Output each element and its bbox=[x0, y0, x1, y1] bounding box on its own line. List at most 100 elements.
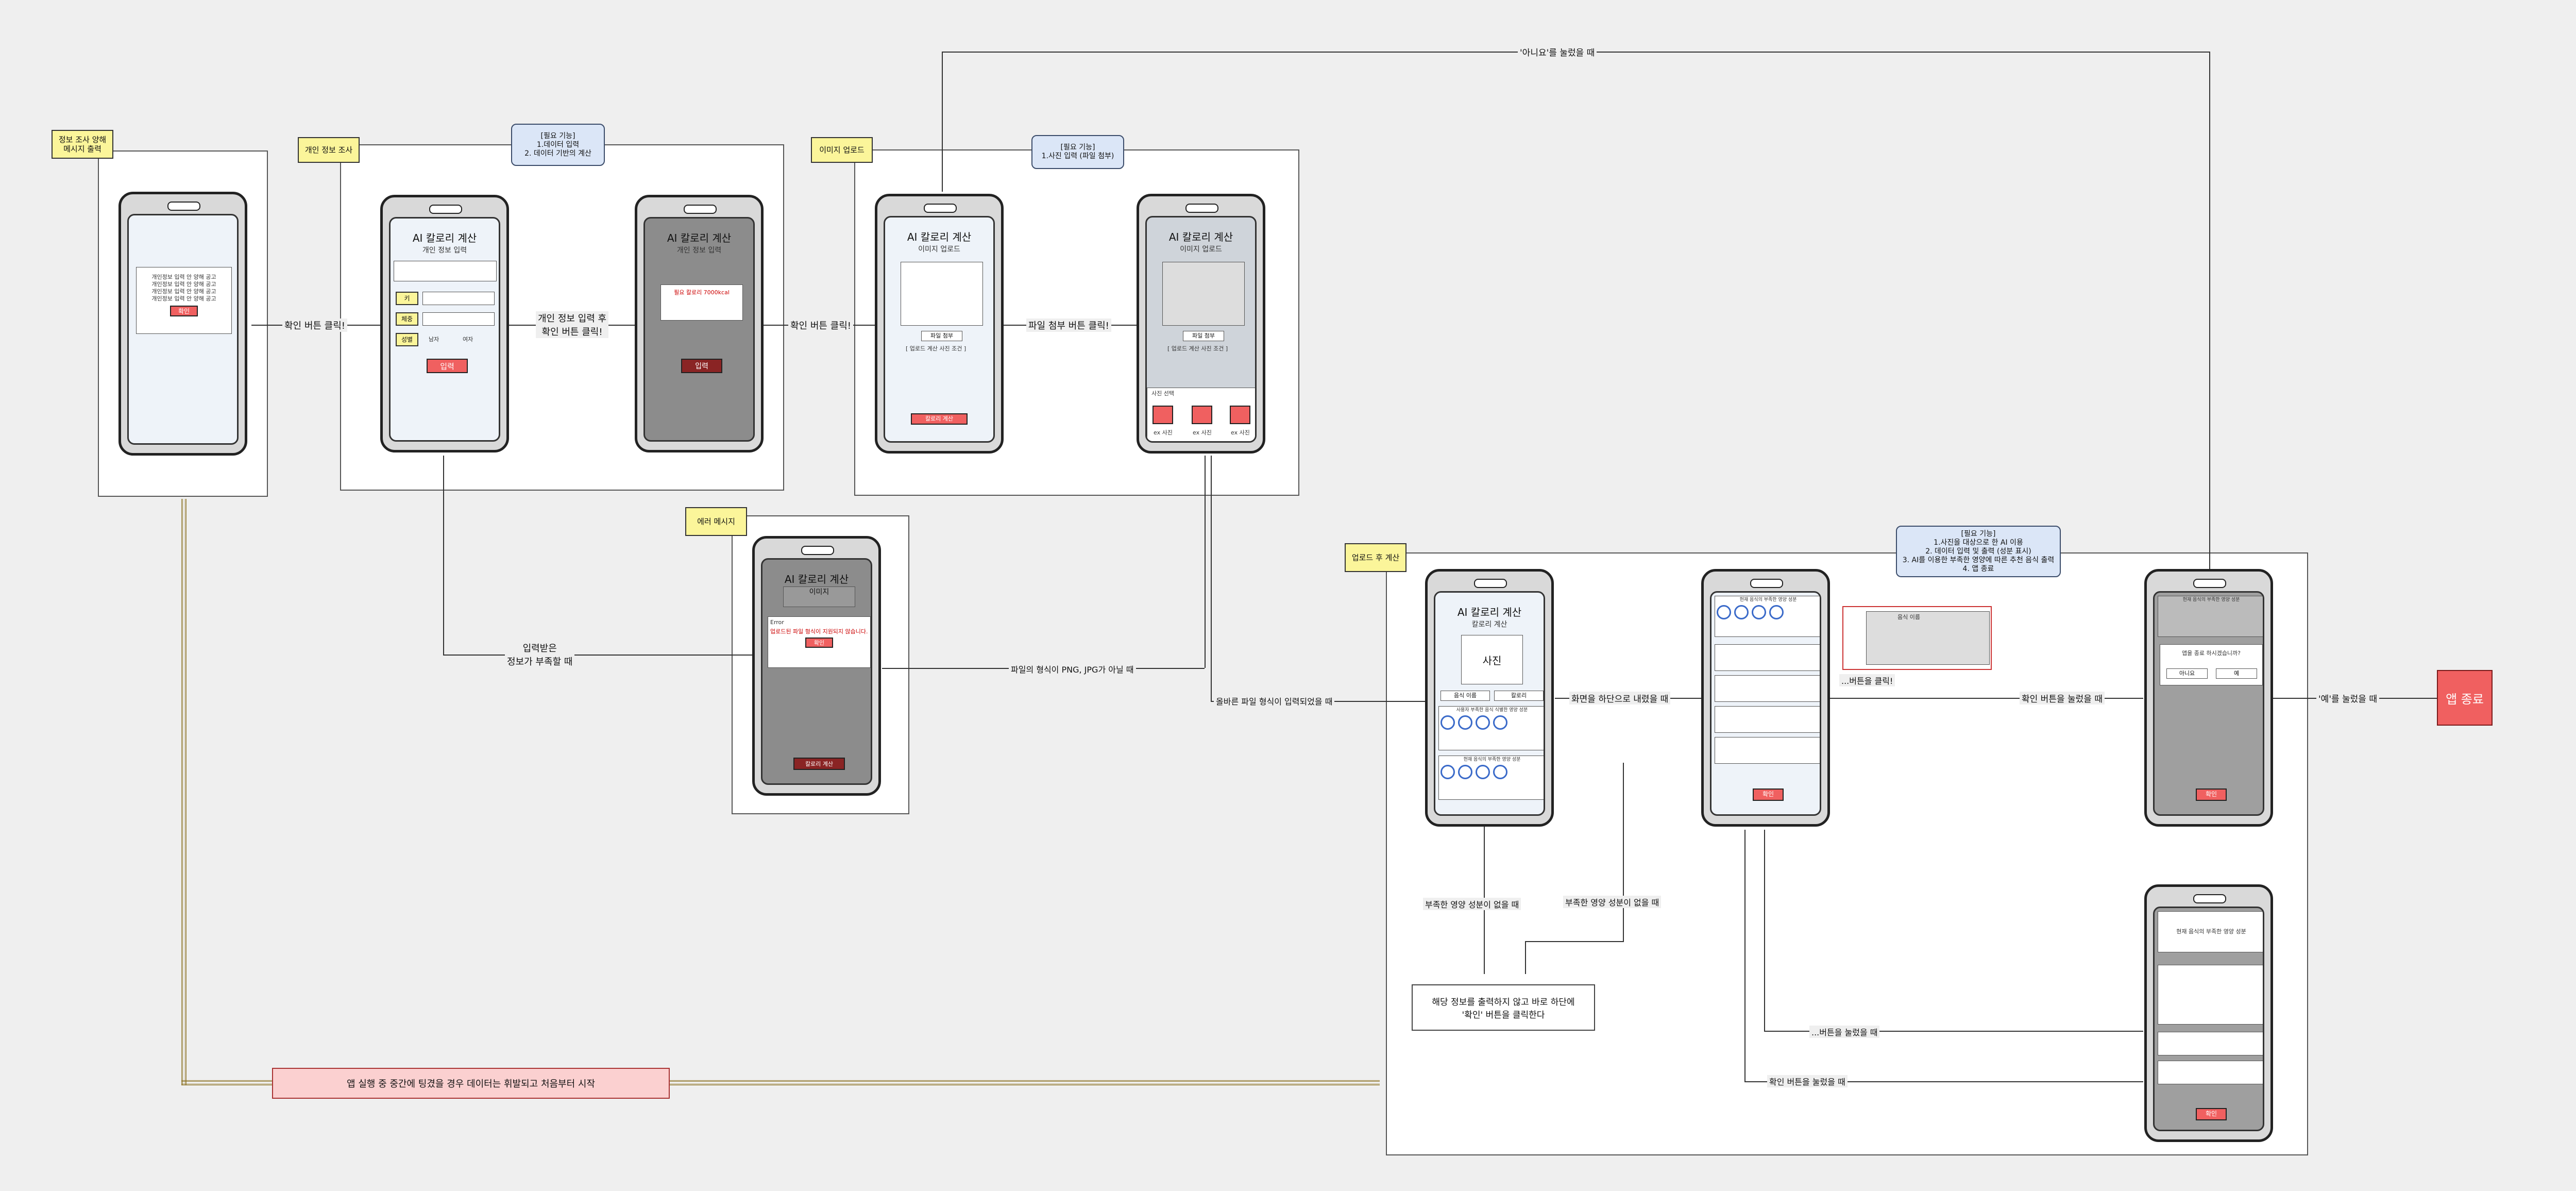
attach-button[interactable]: 파일 첨부 bbox=[1183, 331, 1224, 341]
edge-label-insufficient: 입력받은 정보가 부족할 때 bbox=[505, 641, 575, 668]
photo-picker: 사진 선택 ex 사진 ex 사진 ex 사진 bbox=[1147, 388, 1255, 441]
survey-line: 개인정보 입력 안 양해 공고 bbox=[151, 295, 216, 302]
edge-line bbox=[1211, 456, 1212, 701]
attach-button[interactable]: 파일 첨부 bbox=[921, 331, 962, 341]
phone-calc-result: AI 칼로리 계산 칼로리 계산 사진 음식 이름 칼로리 사용자 부족한 음식… bbox=[1425, 569, 1554, 827]
confirm-button[interactable]: 확인 bbox=[2196, 1108, 2227, 1120]
app-title: AI 칼로리 계산 bbox=[907, 231, 972, 243]
current-panel: 현재 음식의 부족한 영양 성분 bbox=[1715, 596, 1820, 637]
photo-thumb[interactable] bbox=[1192, 406, 1212, 424]
height-input[interactable] bbox=[422, 292, 495, 305]
exit-dialog: 앱을 종료 하시겠습니까? 아니요 예 bbox=[2160, 644, 2263, 685]
error-confirm-button[interactable]: 확인 bbox=[805, 638, 833, 648]
nutrient-title: 사용자 부족한 음식 식별한 영양 성분 bbox=[1456, 708, 1528, 713]
photo-thumb-label: ex 사진 bbox=[1231, 429, 1250, 436]
phone-notch bbox=[1185, 204, 1218, 213]
survey-line: 개인정보 입력 안 양해 공고 bbox=[151, 274, 216, 280]
input-button[interactable]: 입력 bbox=[681, 359, 722, 373]
phone-notch bbox=[1474, 579, 1507, 588]
phone-screen: AI 칼로리 계산 개인 정보 입력 키 체중 성별 남자 여자 입력 bbox=[389, 217, 500, 442]
upload-caution: [ 업로드 계산 사진 조건 ] bbox=[1167, 345, 1228, 352]
edge-line bbox=[443, 655, 752, 656]
phone-screen: AI 칼로리 계산 개인 정보 입력 필요 칼로리 7000kcal 입력 bbox=[643, 217, 755, 442]
gender-male-radio[interactable]: 남자 bbox=[429, 336, 439, 343]
photo-thumb[interactable] bbox=[1153, 406, 1173, 424]
edge-line bbox=[1764, 830, 1765, 1031]
rec-item[interactable] bbox=[1715, 675, 1820, 702]
image-note: 이미지 업로드 bbox=[811, 137, 873, 163]
phone-personal: AI 칼로리 계산 개인 정보 입력 키 체중 성별 남자 여자 입력 bbox=[380, 195, 509, 452]
calc-features: [필요 기능] 1.사진을 대상으로 한 AI 이용 2. 데이터 입력 및 출… bbox=[1896, 526, 2061, 577]
confirm-button[interactable]: 확인 bbox=[2196, 789, 2227, 801]
screen-subtitle: 칼로리 계산 bbox=[1471, 620, 1507, 629]
current-panel: 현재 음식의 부족한 영양 성분 bbox=[2158, 596, 2263, 637]
rec-item[interactable] bbox=[1715, 737, 1820, 764]
skip-note: 해당 정보를 출력하지 않고 바로 하단에 '확인' 버튼을 클릭한다 bbox=[1412, 984, 1595, 1031]
phone-notch bbox=[1750, 579, 1783, 588]
photo-box: 사진 bbox=[1461, 635, 1523, 684]
edge-label-confirm-pressed-2: 확인 버튼을 눌렀을 때 bbox=[1767, 1075, 1848, 1087]
phone-image-select: AI 칼로리 계산 이미지 업로드 파일 첨부 [ 업로드 계산 사진 조건 ]… bbox=[1137, 194, 1265, 454]
phone-notch bbox=[429, 205, 462, 214]
rec-item[interactable] bbox=[2158, 1061, 2263, 1084]
phone-personal-popup: AI 칼로리 계산 개인 정보 입력 필요 칼로리 7000kcal 입력 bbox=[635, 195, 764, 452]
phone-screen: 개인정보 입력 안 양해 공고 개인정보 입력 안 양해 공고 개인정보 입력 … bbox=[127, 214, 239, 445]
image-preview bbox=[901, 262, 983, 326]
photo-thumb[interactable] bbox=[1230, 406, 1250, 424]
input-button[interactable]: 입력 bbox=[427, 359, 468, 373]
current-title: 현재 음식의 부족한 영양 성분 bbox=[2182, 597, 2240, 602]
error-message: 업로드된 파일 형식이 지원되지 않습니다. bbox=[770, 628, 868, 635]
screen-subtitle: 개인 정보 입력 bbox=[422, 246, 467, 255]
restart-note: 앱 실행 중 중간에 팅겼을 경우 데이터는 휘발되고 처음부터 시작 bbox=[272, 1068, 670, 1099]
rec-item[interactable] bbox=[1715, 644, 1820, 671]
no-button[interactable]: 아니요 bbox=[2166, 668, 2208, 679]
confirm-button[interactable]: 확인 bbox=[1753, 789, 1784, 801]
phone-screen: AI 칼로리 계산 이미지 업로드 파일 첨부 [ 업로드 계산 사진 조건 ]… bbox=[884, 216, 995, 443]
personal-note: 개인 정보 조사 bbox=[298, 137, 360, 163]
app-title: AI 칼로리 계산 bbox=[784, 573, 849, 585]
phone-notch bbox=[2193, 579, 2226, 588]
edge-line bbox=[1764, 1031, 2143, 1032]
rec-item[interactable] bbox=[1715, 706, 1820, 733]
gender-female-radio[interactable]: 여자 bbox=[463, 336, 473, 343]
phone-screen: 현재 음식의 부족한 영양 성분 확인 bbox=[2153, 907, 2264, 1131]
phone-exit: 현재 음식의 부족한 영양 성분 앱을 종료 하시겠습니까? 아니요 예 확인 bbox=[2144, 569, 2273, 827]
edge-label-attach: 파일 첨부 버튼 클릭! bbox=[1026, 318, 1111, 332]
photo-thumb-label: ex 사진 bbox=[1193, 429, 1212, 436]
current-panel: 현재 음식의 부족한 영양 성분 bbox=[1438, 756, 1544, 800]
info-strip bbox=[394, 261, 497, 281]
calc-button[interactable]: 칼로리 계산 bbox=[793, 758, 845, 770]
survey-confirm-button[interactable]: 확인 bbox=[170, 306, 198, 316]
edge-label-confirm-1: 확인 버튼 클릭! bbox=[282, 318, 348, 332]
rec-item[interactable] bbox=[2158, 1032, 2263, 1055]
phone-notch bbox=[684, 205, 717, 214]
edge-line bbox=[1205, 456, 1206, 668]
gender-label: 성별 bbox=[396, 333, 418, 346]
phone-notch bbox=[167, 202, 200, 211]
yes-button[interactable]: 예 bbox=[2216, 668, 2257, 679]
food-name: 음식 이름 bbox=[1440, 691, 1490, 701]
weight-input[interactable] bbox=[422, 312, 495, 326]
survey-line: 개인정보 입력 안 양해 공고 bbox=[151, 281, 216, 288]
edge-line bbox=[1828, 698, 2143, 699]
phone-error: AI 칼로리 계산 이미지 업로드 이미지 Error 업로드된 파일 형식이 … bbox=[752, 536, 881, 796]
exit-question: 앱을 종료 하시겠습니까? bbox=[2181, 650, 2241, 657]
phone-screen: AI 칼로리 계산 이미지 업로드 파일 첨부 [ 업로드 계산 사진 조건 ]… bbox=[1145, 216, 1257, 443]
calc-button[interactable]: 칼로리 계산 bbox=[911, 413, 968, 425]
edge-line bbox=[1525, 941, 1526, 974]
picker-title: 사진 선택 bbox=[1151, 390, 1174, 397]
upload-caution: [ 업로드 계산 사진 조건 ] bbox=[906, 345, 967, 352]
error-title: Error bbox=[770, 619, 784, 626]
edge-label-button-click: ...버튼을 클릭! bbox=[1839, 674, 1895, 686]
click-popup: 음식 이름 bbox=[1842, 606, 1992, 670]
edge-line bbox=[1623, 763, 1624, 941]
error-note: 에러 메시지 bbox=[685, 507, 747, 536]
edge-label-dots: ...버튼을 눌렀을 때 bbox=[1809, 1026, 1880, 1038]
phone-calc-scroll: 현재 음식의 부족한 영양 성분 확인 bbox=[1701, 569, 1830, 827]
edge-label-confirm-pressed: 확인 버튼을 눌렀을 때 bbox=[2020, 692, 2105, 704]
phone-recommendation: 현재 음식의 부족한 영양 성분 확인 bbox=[2144, 884, 2273, 1142]
phone-notch bbox=[2193, 894, 2226, 903]
calorie-popup-text: 필요 칼로리 7000kcal bbox=[674, 289, 730, 296]
screen-subtitle: 이미지 업로드 bbox=[918, 245, 960, 254]
nutrient-panel: 사용자 부족한 음식 식별한 영양 성분 bbox=[1438, 706, 1544, 750]
